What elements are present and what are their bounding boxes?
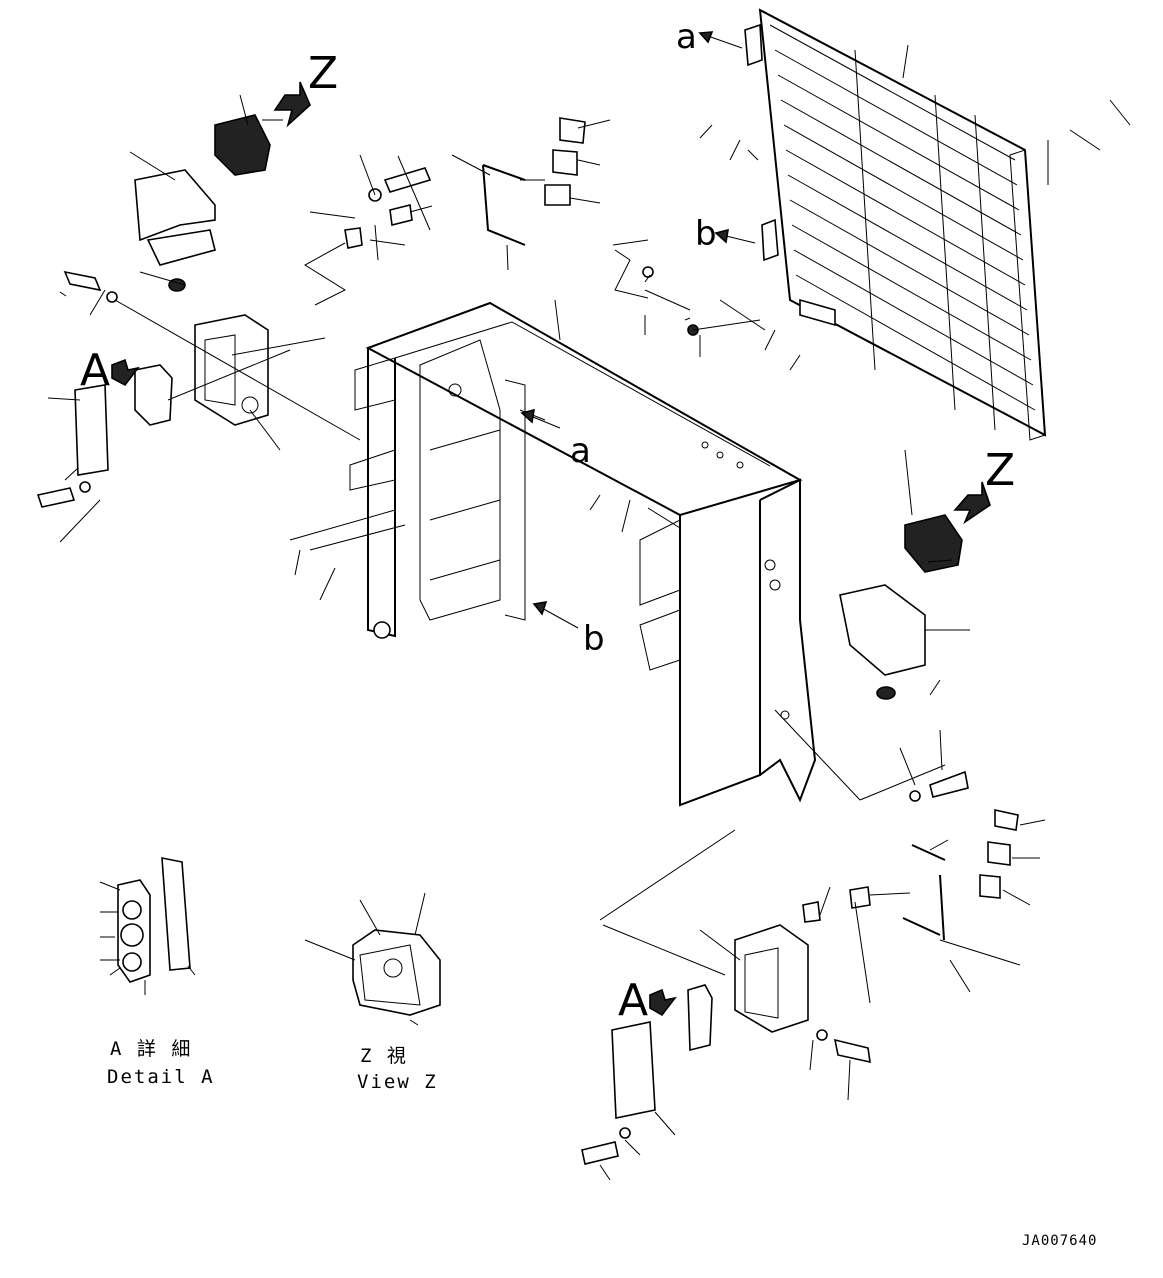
caption-detail-a-jp: A 詳 細 <box>110 1038 192 1060</box>
arrow-icon <box>953 481 991 525</box>
radiator-grille <box>744 8 1047 441</box>
lower-right-box-assembly <box>581 770 1019 1165</box>
view-label-z-upper: Z <box>308 48 338 99</box>
detail-label-a-upper: A <box>80 345 110 396</box>
detail-label-a-lower: A <box>618 975 648 1026</box>
view-arrows <box>111 31 991 1017</box>
ref-label-b-top: b <box>695 214 717 254</box>
ref-label-a-mid: a <box>570 431 591 471</box>
main-frame <box>349 301 817 807</box>
caption-view-z-jp: Z 視 <box>360 1045 408 1067</box>
ref-label-a-top: a <box>676 17 697 57</box>
ref-label-b-mid: b <box>583 619 605 659</box>
view-label-z-right: Z <box>985 445 1015 496</box>
caption-view-z-en: View Z <box>357 1071 438 1093</box>
right-lamp-assembly <box>839 514 963 700</box>
arrow-icon <box>649 988 677 1017</box>
leader-lines <box>47 44 1131 1181</box>
detail-a-illustration <box>117 857 191 983</box>
view-z-illustration <box>352 929 441 1016</box>
arrow-icon <box>273 81 311 128</box>
arrow-icon <box>111 358 140 387</box>
drawing-code: JA007640 <box>1022 1233 1097 1249</box>
caption-detail-a-en: Detail A <box>107 1066 215 1088</box>
top-center-small-parts <box>344 117 699 336</box>
upper-left-lamp-assembly <box>36 114 271 508</box>
labels: Z Z A A a a b b A 詳 細 Detail A Z 視 View … <box>80 17 1097 1249</box>
